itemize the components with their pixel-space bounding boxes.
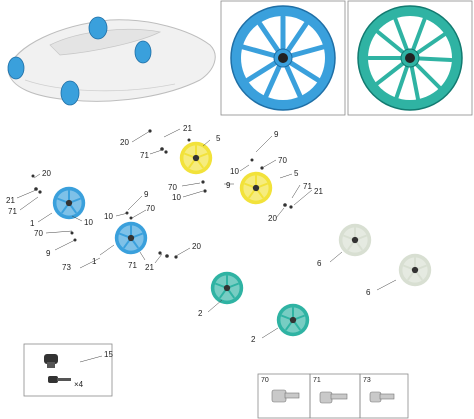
label-2: 2 (198, 309, 203, 318)
label-9: 9 (226, 181, 231, 190)
label-20: 20 (268, 214, 277, 223)
label-73: 73 (62, 263, 71, 272)
label-6: 6 (366, 288, 371, 297)
wheel-6-upper (337, 222, 373, 258)
part-labels: 21 20 5 71 70 10 9 9 10 70 5 71 21 20 20… (6, 124, 371, 344)
locking-bolt-icon (44, 354, 71, 383)
label-10: 10 (104, 212, 113, 221)
label-2: 2 (251, 335, 256, 344)
bolt-reference-boxes: 70 71 73 (257, 373, 409, 419)
blue-wheel-large (230, 5, 336, 111)
wheel-bolt-icon (319, 391, 348, 404)
car-wheel-front-right (60, 80, 80, 106)
label-21: 21 (6, 196, 15, 205)
lock-kit-quantity: ×4 (74, 380, 84, 389)
wheel-2-upper (209, 270, 245, 306)
wheel-5-lower (238, 170, 274, 206)
car-wheel-front-left (7, 56, 25, 80)
label-71: 71 (8, 207, 17, 216)
bolt-box-73 (359, 373, 409, 419)
label-9: 9 (46, 249, 51, 258)
label-20: 20 (120, 138, 129, 147)
label-20: 20 (192, 242, 201, 251)
label-70: 70 (168, 183, 177, 192)
label-5: 5 (216, 134, 221, 143)
car-overview-icon (7, 16, 216, 106)
label-10: 10 (172, 193, 181, 202)
leader-lines (16, 128, 397, 363)
label-21: 21 (183, 124, 192, 133)
bolt-box-71-number: 71 (313, 377, 321, 384)
wheel-6-lower (397, 252, 433, 288)
wheel-1-center (113, 220, 149, 256)
label-1: 1 (92, 257, 97, 266)
label-15: 15 (104, 350, 113, 359)
label-70: 70 (146, 204, 155, 213)
label-9: 9 (274, 130, 279, 139)
bolt-box-70-number: 70 (261, 377, 269, 384)
label-71: 71 (140, 151, 149, 160)
label-70: 70 (278, 156, 287, 165)
wheel-2-lower (275, 302, 311, 338)
wheel-1-left (51, 185, 87, 221)
wheel-bolt-icon (271, 389, 300, 403)
label-6: 6 (317, 259, 322, 268)
label-71: 71 (128, 261, 137, 270)
bolt-box-73-number: 73 (363, 377, 371, 384)
teal-wheel-frame (347, 0, 473, 116)
label-21: 21 (314, 187, 323, 196)
car-wheel-rear-left (88, 16, 108, 40)
car-wheel-rear-right (134, 40, 152, 64)
teal-wheel-large (357, 5, 463, 111)
label-5: 5 (294, 169, 299, 178)
wheel-5-upper (178, 140, 214, 176)
label-21: 21 (145, 263, 154, 272)
locking-bolt-kit: 15 ×4 (23, 343, 113, 397)
label-20: 20 (42, 169, 51, 178)
label-70: 70 (34, 229, 43, 238)
bolt-markers (31, 129, 293, 259)
blue-wheel-frame (220, 0, 346, 116)
label-71: 71 (303, 182, 312, 191)
label-9: 9 (144, 190, 149, 199)
wheel-bolt-icon (369, 391, 395, 403)
label-10: 10 (230, 167, 239, 176)
label-1: 1 (30, 219, 35, 228)
label-10: 10 (84, 218, 93, 227)
